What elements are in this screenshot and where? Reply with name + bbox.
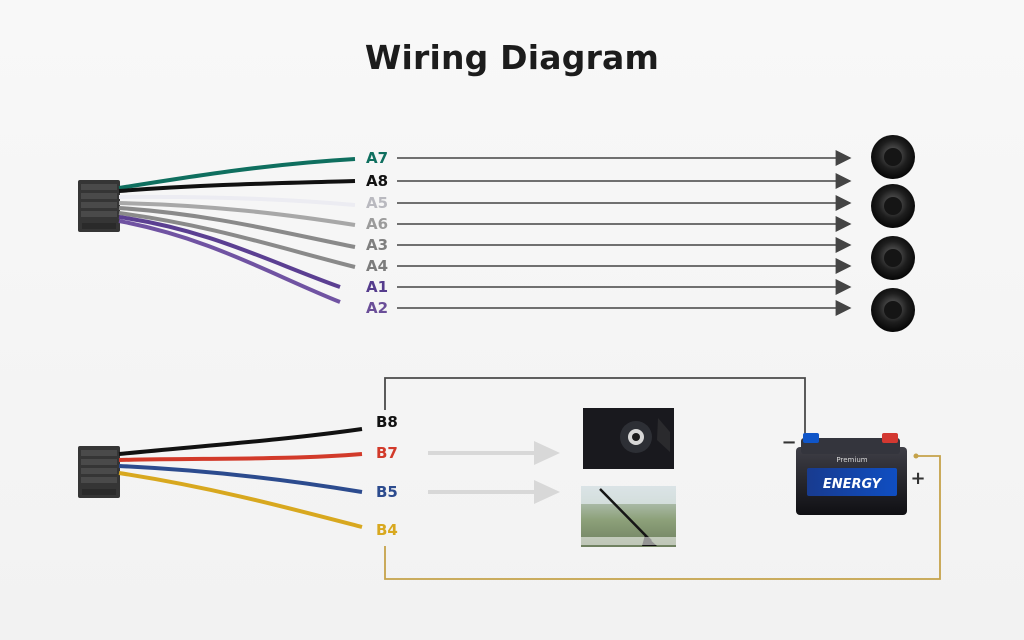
speaker-arrows (397, 150, 852, 316)
speaker-wire-label-a8: A8 (366, 172, 388, 190)
speaker-wire-label-a2: A2 (366, 299, 388, 317)
power-wire-harness (118, 427, 363, 529)
speaker-2 (871, 184, 915, 228)
speaker-wire-label-a7: A7 (366, 149, 388, 167)
speaker-connector (78, 180, 120, 232)
page-title: Wiring Diagram (364, 38, 660, 77)
speaker-wire-label-a5: A5 (366, 194, 388, 212)
speaker-3 (871, 236, 915, 280)
power-wire-label-b7: B7 (376, 444, 398, 462)
battery-minus-sign: − (781, 432, 796, 453)
ground-line (384, 377, 806, 438)
speaker-1 (871, 135, 915, 179)
speaker-wire-harness (118, 157, 356, 304)
speaker-wire-label-a4: A4 (366, 257, 388, 275)
accessory-arrows (428, 441, 560, 504)
power-wire-label-b4: B4 (376, 521, 398, 539)
speaker-group (871, 135, 915, 332)
power-line-node (913, 453, 919, 459)
speaker-wire-label-a3: A3 (366, 236, 388, 254)
battery-plus-sign: + (910, 468, 925, 489)
battery-brand: ENERGY (823, 477, 883, 492)
speaker-wire-label-a6: A6 (366, 215, 388, 233)
speaker-4 (871, 288, 915, 332)
ignition-image (583, 408, 674, 469)
speaker-wire-label-a1: A1 (366, 278, 388, 296)
power-connector (78, 446, 120, 498)
power-wire-label-b5: B5 (376, 483, 398, 501)
power-wire-label-b8: B8 (376, 413, 398, 431)
power-line (384, 455, 941, 580)
battery: ENERGY Premium (796, 433, 907, 515)
battery-badge: Premium (836, 456, 867, 464)
antenna-image (581, 486, 676, 547)
